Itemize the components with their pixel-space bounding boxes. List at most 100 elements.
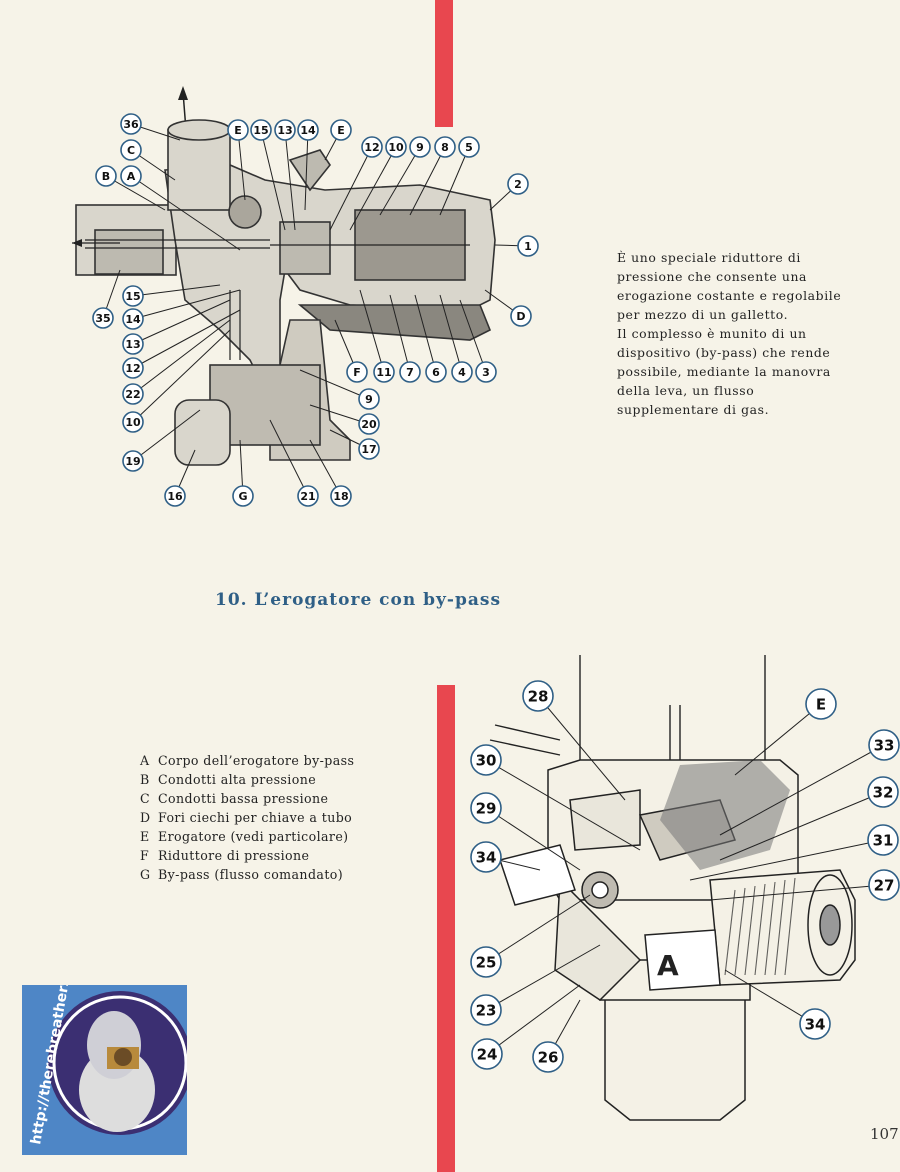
label-circle [122, 308, 144, 330]
label-text: 9 [416, 141, 424, 154]
label-text: 6 [432, 366, 440, 379]
label-circle [868, 729, 900, 761]
label-circle [471, 1038, 503, 1070]
leader-line [537, 695, 626, 801]
label-circle [399, 361, 421, 383]
label-text: B [102, 170, 110, 183]
callout-label: E [324, 119, 352, 161]
callout-label: 12 [122, 309, 241, 379]
label-text: 26 [538, 1048, 559, 1066]
label-text: 3 [482, 366, 490, 379]
legend-text: By-pass (flusso comandato) [158, 867, 344, 882]
label-text: 28 [528, 687, 549, 705]
legend-key: E [140, 829, 150, 844]
label-text: 34 [476, 848, 497, 866]
leader-line [409, 146, 446, 216]
leader-line [485, 759, 641, 851]
label-circle [470, 994, 502, 1026]
label-text: 25 [476, 953, 497, 971]
legend-key: C [140, 791, 151, 806]
label-circle [451, 361, 473, 383]
label-text: 29 [476, 799, 497, 817]
label-text: 2 [514, 178, 522, 191]
leader-line [439, 146, 470, 216]
legend-item: C Condotti bassa pressione [140, 789, 354, 808]
label-text: 24 [477, 1045, 498, 1063]
leader-line [132, 319, 231, 395]
label-text: 14 [125, 313, 141, 326]
label-circle [122, 357, 144, 379]
leader-line [724, 969, 816, 1025]
leader-line [299, 369, 370, 400]
label-text: C [127, 144, 135, 157]
leader-line [132, 299, 231, 345]
label-circle [373, 361, 395, 383]
label-text: 7 [406, 366, 414, 379]
label-text: 20 [361, 418, 377, 431]
label-circle [470, 744, 502, 776]
label-text: 19 [125, 455, 140, 468]
legend-text: Fori ciechi per chiave a tubo [158, 810, 353, 825]
legend-item: D Fori ciechi per chiave a tubo [140, 808, 354, 827]
label-text: 36 [123, 118, 139, 131]
label-text: 9 [365, 393, 373, 406]
leader-line [132, 289, 241, 320]
callout-label: 1 [494, 235, 539, 257]
label-circle [330, 485, 352, 507]
leader-line [237, 129, 246, 201]
label-circle [425, 361, 447, 383]
legend-text: Condotti bassa pressione [158, 791, 329, 806]
label-circle [358, 413, 380, 435]
description-paragraph-1: È uno speciale riduttore di pressione ch… [617, 250, 842, 322]
callout-label: A [120, 165, 241, 251]
callout-label: 6 [414, 294, 447, 383]
legend-text: Riduttore di pressione [158, 848, 310, 863]
label-circle [358, 438, 380, 460]
label-circle [274, 119, 296, 141]
leader-line [709, 884, 885, 901]
label-text: 15 [253, 124, 268, 137]
label-circle [122, 333, 144, 355]
detail-label: 33 [719, 729, 900, 836]
detail-label: 32 [719, 776, 899, 861]
leader-line [414, 294, 437, 373]
figure-caption: 10. L’erogatore con by-pass [215, 590, 502, 610]
description-text: È uno speciale riduttore di pressione ch… [617, 248, 849, 419]
legend-key: D [140, 810, 151, 825]
label-circle [867, 824, 899, 856]
label-circle [867, 776, 899, 808]
leader-line [329, 146, 373, 231]
leader-line [132, 309, 241, 369]
label-text: 22 [125, 388, 140, 401]
callout-label: 20 [309, 404, 380, 435]
leader-line [379, 146, 421, 216]
detail-label: 24 [471, 984, 581, 1070]
callout-label: 10 [349, 136, 407, 231]
label-text: 13 [125, 338, 140, 351]
legend-text: Corpo dell’erogatore by-pass [158, 753, 355, 768]
label-circle [122, 411, 144, 433]
label-text: 34 [805, 1015, 826, 1033]
label-text: A [127, 170, 136, 183]
leader-line [132, 409, 201, 462]
label-text: 31 [873, 831, 894, 849]
label-circle [458, 136, 480, 158]
detail-label: 26 [532, 999, 581, 1073]
label-circle [507, 173, 529, 195]
leader-line [485, 807, 581, 871]
label-text: D [516, 310, 525, 323]
leader-line [130, 175, 241, 251]
callout-label: 19 [122, 409, 201, 472]
leader-line [284, 129, 296, 231]
leader-line [304, 129, 309, 211]
label-text: 21 [300, 490, 315, 503]
label-circle [475, 361, 497, 383]
label-circle [122, 285, 144, 307]
detail-label: 23 [470, 944, 601, 1026]
leader-line [260, 129, 286, 231]
label-circle [799, 1008, 831, 1040]
legend-text: Erogatore (vedi particolare) [158, 829, 349, 844]
